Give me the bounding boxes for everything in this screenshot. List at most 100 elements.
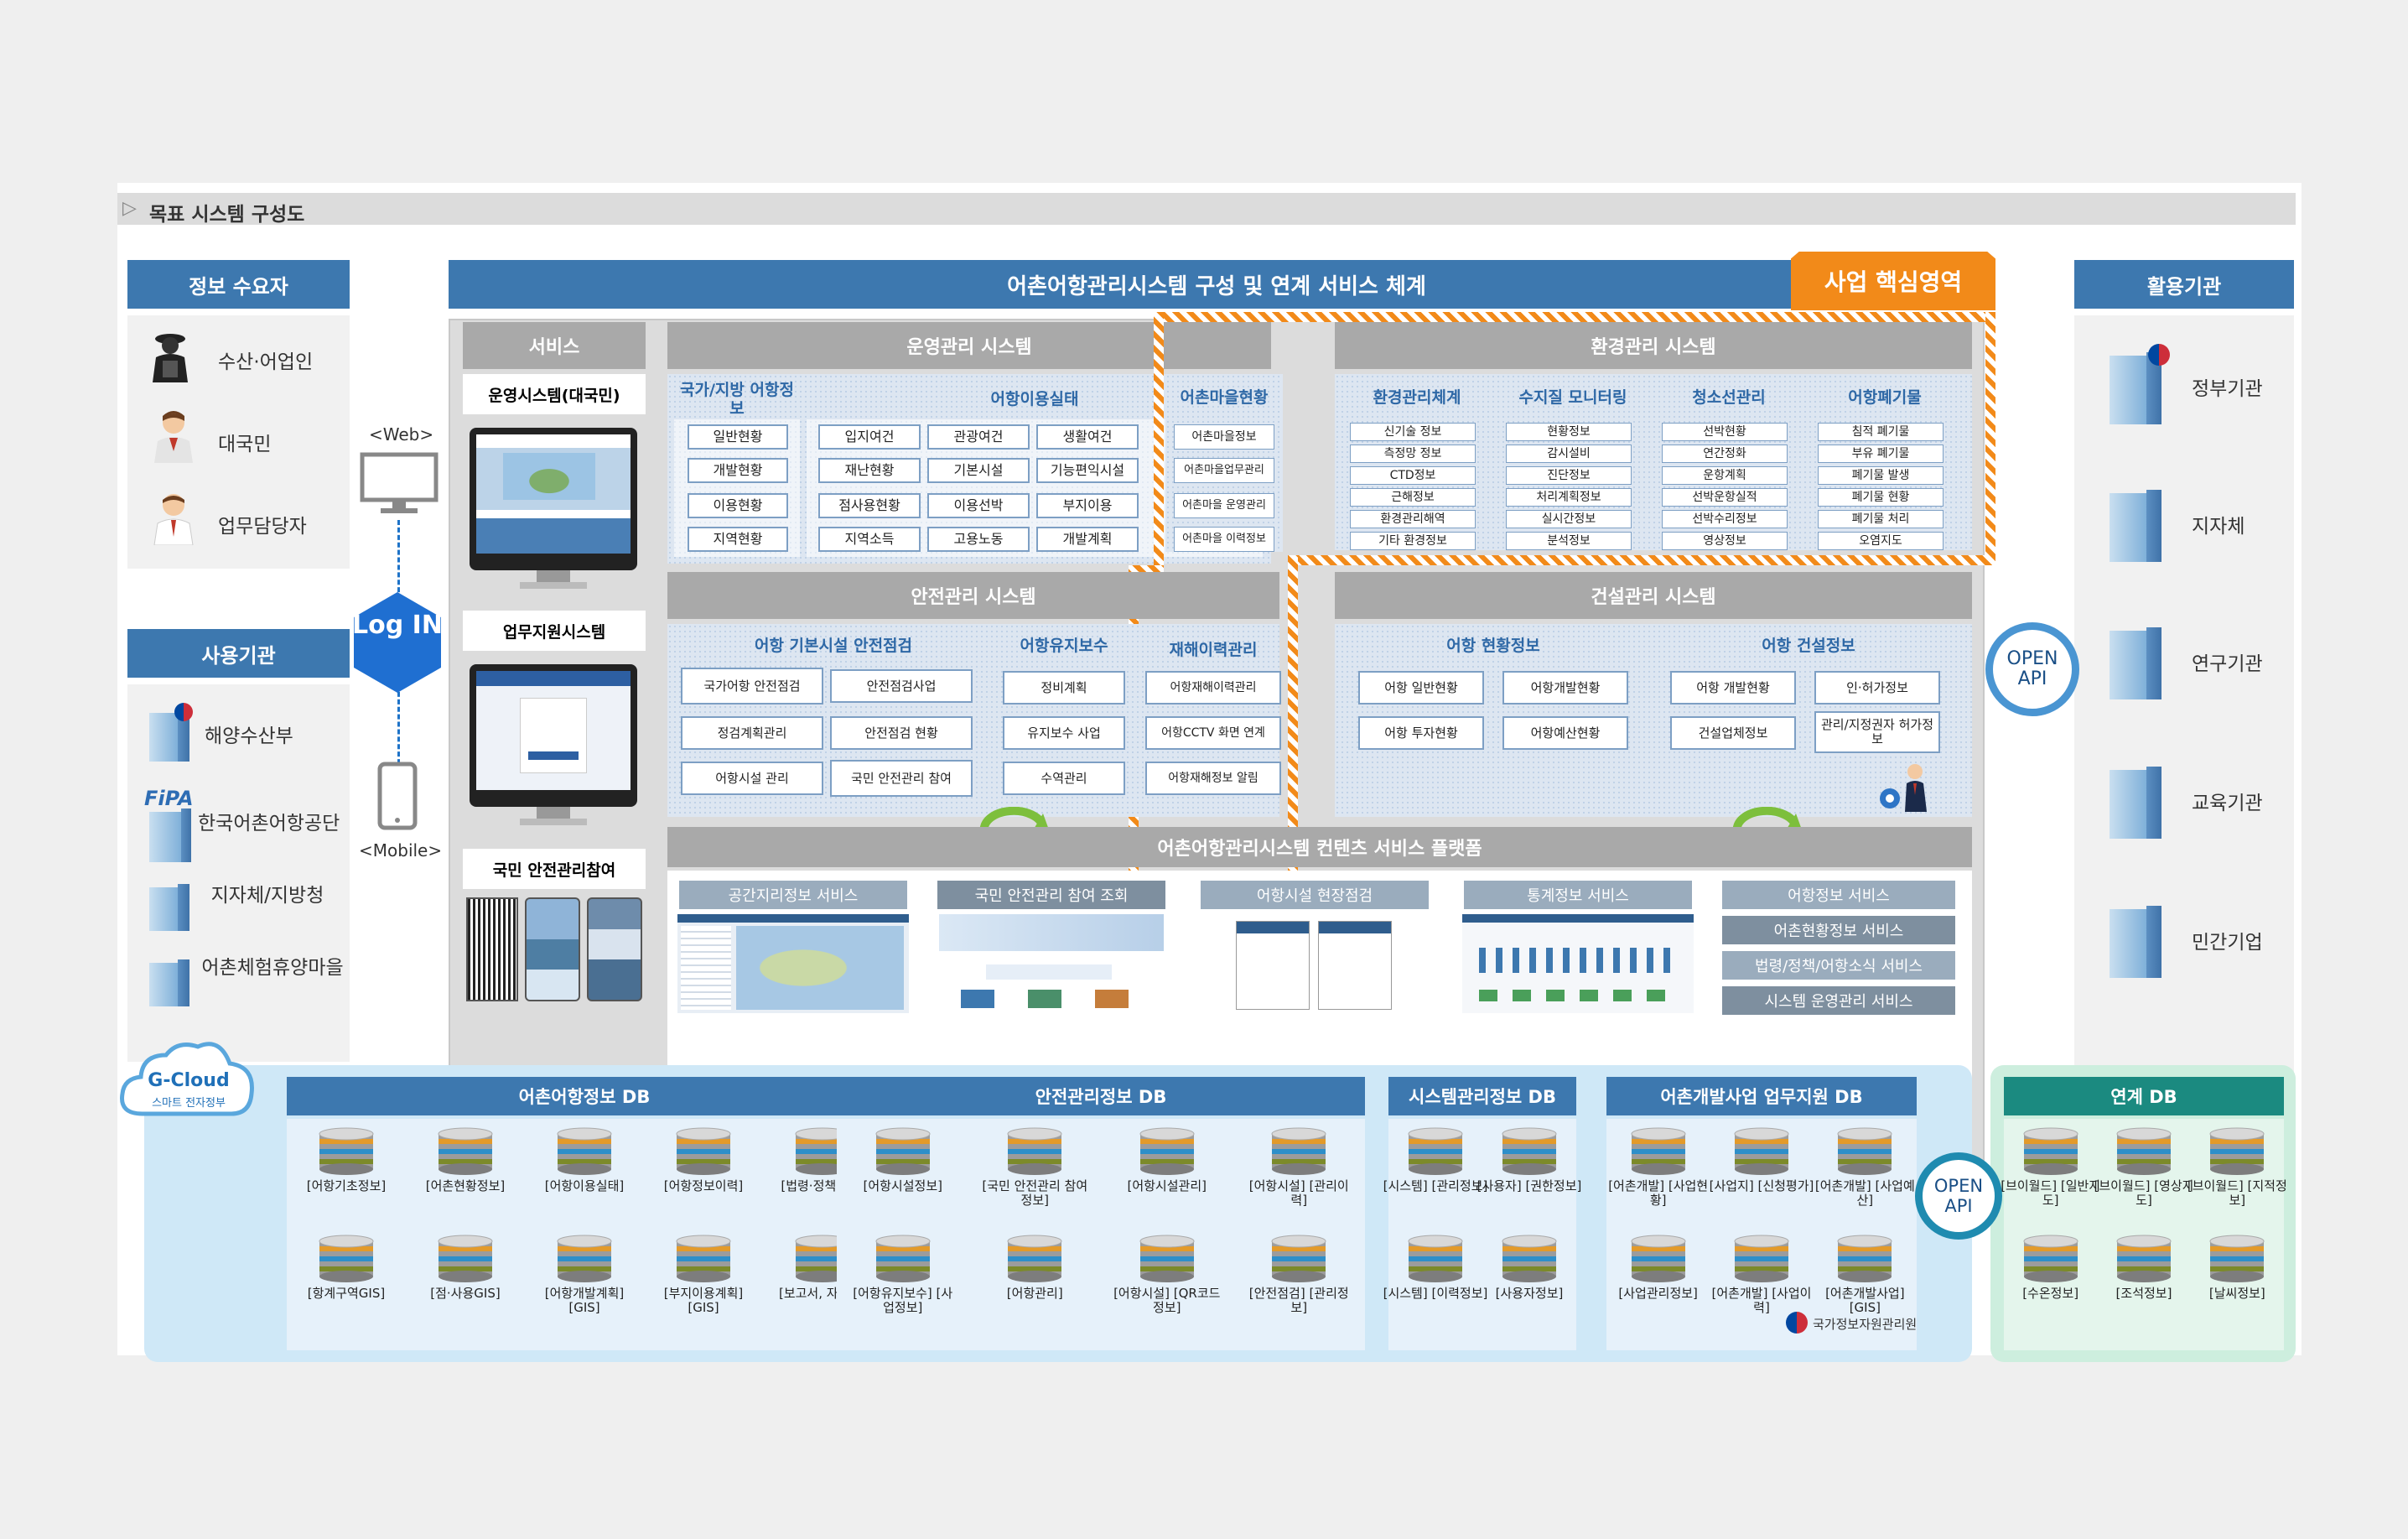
- database-icon: [1405, 1127, 1466, 1176]
- consumer-building-icon: [2106, 619, 2170, 699]
- ops-item[interactable]: 기능편익시설: [1036, 458, 1139, 483]
- env-item[interactable]: 폐기물 발생: [1818, 466, 1944, 485]
- safety-item[interactable]: 어항재해정보 알림: [1145, 762, 1281, 795]
- village-item[interactable]: 어촌마을정보: [1174, 424, 1274, 450]
- village-title: 어촌마을현황: [1180, 388, 1269, 407]
- build-item[interactable]: 어항개발현황: [1502, 671, 1628, 705]
- env-item[interactable]: 처리계획정보: [1506, 488, 1632, 507]
- env-item[interactable]: 기타 환경정보: [1350, 532, 1476, 550]
- build-item[interactable]: 어항 개발현황: [1670, 671, 1796, 705]
- safety-item[interactable]: 수역관리: [1003, 762, 1125, 795]
- users-title: 정보 수요자: [127, 260, 350, 309]
- ops-item[interactable]: 부지이용: [1036, 493, 1139, 518]
- env-item[interactable]: 실시간정보: [1506, 510, 1632, 528]
- ops-item[interactable]: 점사용현황: [818, 493, 921, 518]
- safety-item[interactable]: 어항시설 관리: [681, 762, 823, 795]
- database-icon: [2114, 1127, 2174, 1176]
- service-safety: 국민 안전관리참여: [463, 849, 646, 889]
- env-item[interactable]: 신기술 정보: [1350, 423, 1476, 441]
- db-title: 어촌어항정보 DB: [287, 1077, 882, 1115]
- build-item[interactable]: 인·허가정보: [1814, 671, 1940, 705]
- ops-item[interactable]: 고용노동: [927, 527, 1030, 552]
- build-item[interactable]: 관리/지정권자 허가정보: [1814, 711, 1940, 753]
- ops-item[interactable]: 생활여건: [1036, 424, 1139, 450]
- right-service[interactable]: 어항정보 서비스: [1720, 879, 1957, 911]
- env-item[interactable]: 폐기물 현황: [1818, 488, 1944, 507]
- safety-item[interactable]: 어항재해이력관리: [1145, 671, 1281, 705]
- env-item[interactable]: 연간정화: [1662, 445, 1788, 463]
- env-item[interactable]: 감시설비: [1506, 445, 1632, 463]
- platform-service[interactable]: 통계정보 서비스: [1462, 879, 1694, 911]
- village-item[interactable]: 어촌마을업무관리: [1174, 458, 1274, 483]
- ops-item[interactable]: 지역현황: [688, 527, 788, 552]
- agency-village-label: 어촌체험휴양마을: [201, 957, 344, 979]
- safety-item[interactable]: 안전점검사업: [830, 669, 973, 703]
- build-item[interactable]: 어항 일반현황: [1358, 671, 1484, 705]
- safety-group-1-title: 어항유지보수: [1020, 637, 1108, 655]
- village-building-icon: [146, 954, 196, 1006]
- env-item[interactable]: 선박현황: [1662, 423, 1788, 441]
- env-item[interactable]: CTD정보: [1350, 466, 1476, 485]
- safety-item[interactable]: 국가어항 안전점검: [681, 668, 823, 705]
- env-item[interactable]: 운항계획: [1662, 466, 1788, 485]
- db-label: [브이월드] [일반지도]: [2001, 1178, 2101, 1208]
- env-item[interactable]: 진단정보: [1506, 466, 1632, 485]
- db-label: [브이월드] [지적정보]: [2187, 1178, 2287, 1208]
- env-item[interactable]: 침적 폐기물: [1818, 423, 1944, 441]
- env-item[interactable]: 선박수리정보: [1662, 510, 1788, 528]
- platform-service[interactable]: 공간지리정보 서비스: [677, 879, 909, 911]
- env-item[interactable]: 선박운항실적: [1662, 488, 1788, 507]
- ops-item[interactable]: 이용선박: [927, 493, 1030, 518]
- ops-item[interactable]: 이용현황: [688, 493, 788, 518]
- build-item[interactable]: 건설업체정보: [1670, 716, 1796, 750]
- env-item[interactable]: 분석정보: [1506, 532, 1632, 550]
- village-item[interactable]: 어촌마을 이력정보: [1174, 527, 1274, 552]
- login-label[interactable]: Log IN: [352, 611, 443, 640]
- agency-local-label: 지자체/지방청: [210, 885, 324, 907]
- env-item[interactable]: 부유 폐기물: [1818, 445, 1944, 463]
- env-item[interactable]: 영상정보: [1662, 532, 1788, 550]
- consumer-building-icon: [2106, 897, 2170, 978]
- env-item[interactable]: 근해정보: [1350, 488, 1476, 507]
- safety-item[interactable]: 어항CCTV 화면 연계: [1145, 716, 1281, 750]
- db-title: 연계 DB: [2004, 1077, 2284, 1115]
- ops-item[interactable]: 일반현황: [688, 424, 788, 450]
- safety-item[interactable]: 국민 안전관리 참여: [830, 760, 973, 797]
- build-item[interactable]: 어항 투자현황: [1358, 716, 1484, 750]
- db-label: [어항시설관리]: [1127, 1178, 1207, 1193]
- env-item[interactable]: 오염지도: [1818, 532, 1944, 550]
- database-icon: [1499, 1235, 1559, 1283]
- build-item[interactable]: 어항예산현황: [1502, 716, 1628, 750]
- db-label: [사업관리정보]: [1618, 1286, 1698, 1301]
- safety-item[interactable]: 정검계획관리: [681, 716, 823, 750]
- db-label: [사용자] [권한정보]: [1476, 1178, 1582, 1193]
- db-label: [어항관리]: [1006, 1286, 1063, 1301]
- service-title: 서비스: [463, 322, 646, 369]
- right-service[interactable]: 시스템 운영관리 서비스: [1720, 985, 1957, 1016]
- consumer-building-icon: [2106, 481, 2170, 562]
- env-item[interactable]: 폐기물 처리: [1818, 510, 1944, 528]
- platform-service[interactable]: 국민 안전관리 참여 조회: [936, 879, 1167, 911]
- safety-item[interactable]: 안전점검 현황: [830, 716, 973, 750]
- login-hexagon[interactable]: [352, 590, 443, 694]
- safety-item[interactable]: 유지보수 사업: [1003, 716, 1125, 750]
- env-item[interactable]: 현황정보: [1506, 423, 1632, 441]
- database-icon: [1731, 1235, 1792, 1283]
- db-title: 시스템관리정보 DB: [1388, 1077, 1576, 1115]
- safety-item[interactable]: 정비계획: [1003, 671, 1125, 705]
- ops-item[interactable]: 기본시설: [927, 458, 1030, 483]
- ops-item[interactable]: 개발계획: [1036, 527, 1139, 552]
- env-item[interactable]: 환경관리해역: [1350, 510, 1476, 528]
- ops-item[interactable]: 지역소득: [818, 527, 921, 552]
- village-item[interactable]: 어촌마을 운영관리: [1174, 493, 1274, 518]
- right-service[interactable]: 어촌현황정보 서비스: [1720, 914, 1957, 946]
- db-label: [시스템] [이력정보]: [1383, 1286, 1488, 1301]
- ops-item[interactable]: 개발현황: [688, 458, 788, 483]
- ops-item[interactable]: 재난현황: [818, 458, 921, 483]
- right-service[interactable]: 법령/정책/어항소식 서비스: [1720, 949, 1957, 981]
- ops-item[interactable]: 입지여건: [818, 424, 921, 450]
- platform-service[interactable]: 어항시설 현장점검: [1199, 879, 1430, 911]
- ministry-building-icon: [146, 703, 196, 762]
- ops-item[interactable]: 관광여건: [927, 424, 1030, 450]
- env-item[interactable]: 측정망 정보: [1350, 445, 1476, 463]
